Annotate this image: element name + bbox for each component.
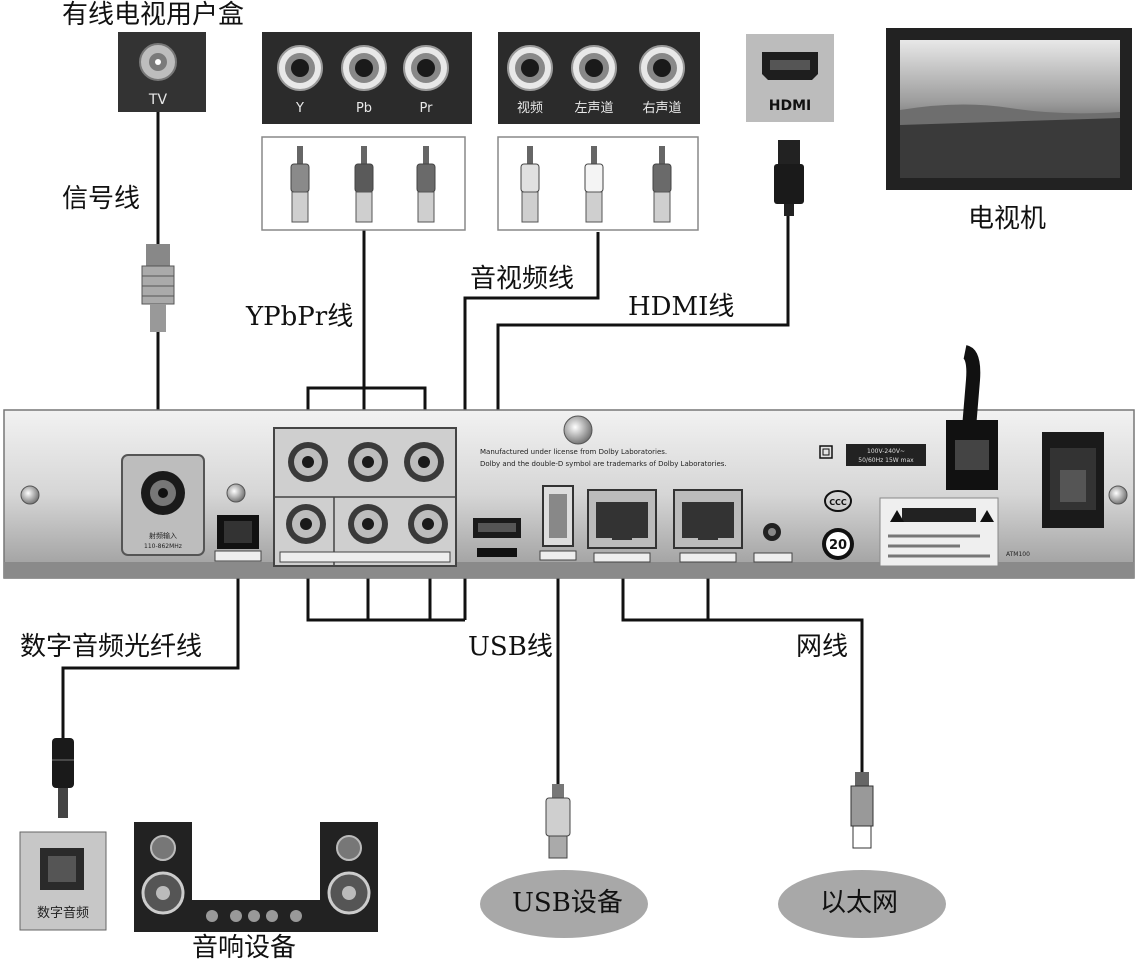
coax-connector — [141, 244, 175, 332]
stb-rca-jack-1 — [288, 442, 328, 482]
stb-ethernet-port-1 — [587, 489, 657, 563]
svg-text:CCC: CCC — [829, 498, 847, 507]
usb-plug — [545, 784, 571, 859]
model-number: ATM100 — [1006, 551, 1030, 558]
ethernet-oval — [778, 870, 946, 938]
tv-port-label: TV — [148, 92, 168, 108]
stb-av-block — [273, 427, 457, 567]
stb-usb-port — [539, 485, 577, 561]
av-jack-label-1: 视频 — [517, 101, 543, 116]
digital-audio-port: 数字音频 — [19, 831, 107, 931]
av-jack-2: 左声道 — [571, 45, 617, 116]
stb-hdmi-port — [473, 518, 521, 557]
ypbpr-jack-label-1: Y — [295, 101, 304, 116]
power-switch — [1042, 432, 1104, 528]
digital-audio-label: 数字音频 — [37, 905, 89, 921]
av-plug-2 — [584, 146, 604, 223]
av-jack-label-2: 左声道 — [574, 101, 613, 116]
usb-device-oval — [480, 870, 648, 938]
signal-cable-label: 信号线 — [62, 184, 141, 214]
stb-rca-jack-4 — [286, 504, 326, 544]
ypbpr-plug-1 — [290, 146, 310, 223]
stb-rca-jack-2 — [348, 442, 388, 482]
ethernet-plug — [850, 772, 874, 849]
warning-label — [879, 497, 999, 567]
stb-rca-jack-6 — [408, 504, 448, 544]
svg-text:20: 20 — [829, 538, 847, 553]
ypbpr-jack-label-3: Pr — [420, 101, 434, 116]
rf-in-label: 射频输入 — [149, 531, 177, 540]
av-jack-3: 右声道 — [639, 45, 685, 116]
ypbpr-plug-3 — [416, 146, 436, 223]
tv-label: 电视机 — [968, 204, 1047, 234]
dolby-line-1: Manufactured under license from Dolby La… — [480, 448, 667, 456]
hdmi-cable-label: HDMI线 — [628, 292, 735, 322]
optical-port — [214, 515, 262, 562]
speaker-system — [134, 822, 378, 932]
stb-rear-panel: 射频输入 110-862MHz Manufactured under licen… — [3, 345, 1135, 579]
usb-cable-label: USB线 — [468, 632, 553, 662]
power-cord — [946, 345, 998, 490]
av-jack-label-3: 右声道 — [642, 101, 681, 116]
hdmi-port-label: HDMI — [769, 98, 811, 114]
av-plug-1 — [520, 146, 540, 223]
ccc-logo: CCC — [824, 490, 852, 512]
usb-device-label: USB设备 — [512, 888, 623, 918]
ypbpr-plug-2 — [354, 146, 374, 223]
cable-tv-box: TV — [118, 32, 206, 112]
network-cable-label: 网线 — [796, 632, 849, 662]
stb-rca-jack-5 — [348, 504, 388, 544]
ypbpr-panel: Y Pb Pr — [261, 32, 472, 231]
av-cable-label: 音视频线 — [470, 264, 575, 294]
av-jack-1: 视频 — [507, 45, 553, 116]
optical-plug — [52, 738, 74, 818]
power-rating-1: 100V-240V~ — [867, 448, 905, 455]
ypbpr-jack-2: Pb — [341, 45, 387, 116]
dolby-line-2: Dolby and the double-D symbol are tradem… — [480, 460, 727, 468]
stb-rca-jack-3 — [404, 442, 444, 482]
rf-in-freq: 110-862MHz — [144, 543, 182, 550]
cable-tv-box-label: 有线电视用户盒 — [62, 0, 245, 30]
optical-cable-label: 数字音频光纤线 — [20, 632, 203, 662]
stb-ethernet-port-2 — [673, 489, 743, 563]
audio-equipment-label: 音响设备 — [192, 933, 297, 963]
ypbpr-jack-label-2: Pb — [356, 101, 372, 116]
ypbpr-jack-3: Pr — [403, 45, 449, 116]
av-panel: 视频 左声道 右声道 — [497, 32, 700, 231]
power-rating-2: 50/60Hz 15W max — [858, 457, 914, 464]
ypbpr-cable-label: YPbPr线 — [246, 302, 354, 332]
ethernet-label: 以太网 — [820, 888, 899, 918]
ypbpr-jack-1: Y — [277, 45, 323, 116]
env-years-logo: 20 — [822, 528, 854, 560]
hdmi-panel: HDMI — [746, 34, 834, 216]
rf-input-port: 射频输入 110-862MHz — [121, 454, 205, 556]
av-plug-3 — [652, 146, 672, 223]
tv-set — [886, 28, 1132, 190]
